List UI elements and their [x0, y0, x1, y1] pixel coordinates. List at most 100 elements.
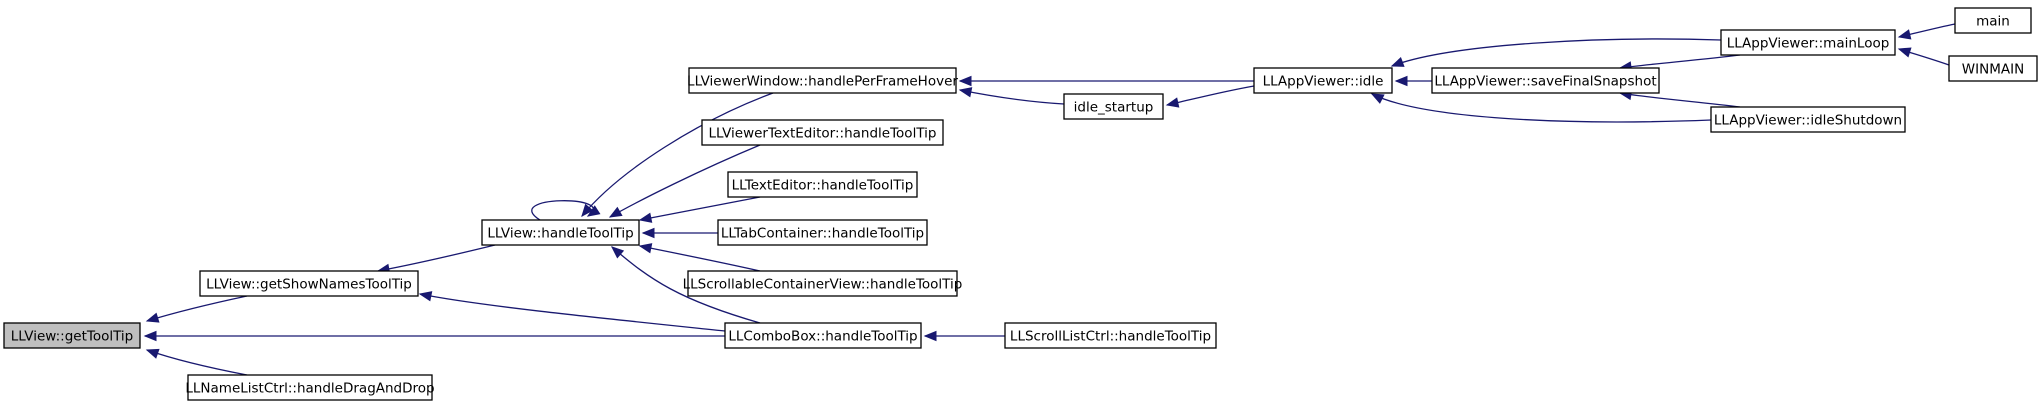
- graph-nodes: LLView::getToolTip LLView::getShowNamesTo…: [3, 7, 2038, 401]
- edge-arrowhead: [581, 203, 594, 218]
- edge-arrowhead: [145, 348, 160, 359]
- edge-line: [1391, 38, 1722, 67]
- node-idlestartup[interactable]: idle_startup: [1063, 93, 1164, 120]
- edge-scrolllist-to-combobox: [923, 330, 1005, 342]
- node-box: [1948, 55, 2038, 82]
- node-label: LLTextEditor::handleToolTip: [732, 178, 914, 194]
- edge-line: [1371, 93, 1712, 123]
- node-winmain[interactable]: WINMAIN: [1948, 55, 2038, 82]
- node-namelist[interactable]: LLNameListCtrl::handleDragAndDrop: [185, 374, 435, 401]
- edge-viewertext-to-viewtooltip: [608, 144, 761, 218]
- node-box: [688, 67, 957, 94]
- edge-line: [146, 295, 248, 322]
- edge-line: [377, 244, 496, 272]
- node-gettooltip[interactable]: LLView::getToolTip: [3, 322, 141, 349]
- node-label: main: [1976, 14, 2010, 30]
- node-label: LLTabContainer::handleToolTip: [721, 226, 924, 242]
- node-mainloop[interactable]: LLAppViewer::mainLoop: [1720, 29, 1896, 56]
- node-idleshutdown[interactable]: LLAppViewer::idleShutdown: [1710, 106, 1906, 133]
- edge-combobox-to-getshownames: [418, 291, 726, 332]
- edge-arrowhead: [1897, 29, 1912, 40]
- edge-line: [639, 196, 761, 221]
- edge-line: [959, 89, 1065, 105]
- edge-savesnapshot-to-appidle: [1394, 75, 1432, 87]
- edge-arrowhead: [418, 291, 433, 302]
- node-label: LLView::getToolTip: [11, 329, 134, 345]
- node-label: LLComboBox::handleToolTip: [728, 329, 917, 345]
- edge-line: [639, 245, 761, 272]
- edge-line: [581, 92, 774, 217]
- node-box: [1431, 67, 1660, 94]
- node-label: LLView::handleToolTip: [487, 226, 633, 242]
- node-box: [3, 322, 141, 349]
- edge-arrowhead: [923, 330, 937, 342]
- node-box: [727, 171, 918, 198]
- node-box: [1954, 7, 2032, 34]
- node-viewtooltip[interactable]: LLView::handleToolTip: [481, 219, 640, 246]
- edge-viewtooltip-to-getshownames: [376, 244, 496, 275]
- edge-getshownames-to-gettooltip: [145, 295, 248, 323]
- edge-line: [609, 144, 761, 218]
- node-appidle[interactable]: LLAppViewer::idle: [1253, 67, 1393, 94]
- edge-arrowhead: [1165, 97, 1180, 108]
- edge-line: [611, 246, 761, 324]
- node-viewertext[interactable]: LLViewerTextEditor::handleToolTip: [701, 119, 944, 146]
- edge-combobox-to-gettooltip: [143, 330, 725, 342]
- node-savesnapshot[interactable]: LLAppViewer::saveFinalSnapshot: [1431, 67, 1660, 94]
- node-box: [701, 119, 944, 146]
- node-label: LLAppViewer::mainLoop: [1727, 36, 1890, 52]
- edge-arrowhead: [638, 212, 653, 223]
- node-box: [1720, 29, 1896, 56]
- edge-arrowhead: [143, 330, 157, 342]
- node-box: [1710, 106, 1906, 133]
- node-main[interactable]: main: [1954, 7, 2032, 34]
- edge-combobox-to-viewtooltip: [611, 246, 761, 324]
- node-scrollcontainer[interactable]: LLScrollableContainerView::handleToolTip: [683, 270, 963, 297]
- node-texteditor[interactable]: LLTextEditor::handleToolTip: [727, 171, 918, 198]
- node-box: [1004, 322, 1217, 349]
- node-box: [1253, 67, 1393, 94]
- edge-arrowhead: [1394, 75, 1408, 87]
- node-windowhover[interactable]: LLViewerWindow::handlePerFrameHover: [687, 67, 958, 94]
- edge-arrowhead: [1897, 47, 1912, 58]
- edge-mainloop-to-appidle: [1390, 38, 1722, 67]
- edge-line: [1619, 54, 1741, 69]
- edge-winmain-to-mainloop: [1897, 47, 1950, 66]
- edge-arrowhead: [1390, 57, 1405, 67]
- node-box: [481, 219, 640, 246]
- node-tabcontainer[interactable]: LLTabContainer::handleToolTip: [717, 219, 928, 246]
- edge-idlestartup-to-windowhover: [958, 87, 1065, 105]
- edge-scrollcontainer-to-viewtooltip: [638, 243, 761, 272]
- edge-appidle-to-windowhover: [958, 75, 1254, 87]
- node-box: [687, 270, 958, 297]
- edge-appidle-to-idlestartup: [1165, 85, 1255, 108]
- node-label: idle_startup: [1074, 100, 1154, 116]
- edge-namelist-to-gettooltip: [145, 348, 248, 376]
- node-label: LLViewerWindow::handlePerFrameHover: [687, 74, 958, 90]
- edge-arrowhead: [958, 87, 973, 98]
- node-getshownames[interactable]: LLView::getShowNamesToolTip: [199, 270, 419, 297]
- node-box: [1063, 93, 1164, 120]
- node-label: LLView::getShowNamesToolTip: [206, 277, 412, 293]
- edge-arrowhead: [638, 243, 653, 254]
- edge-line: [1166, 85, 1255, 106]
- node-label: LLAppViewer::saveFinalSnapshot: [1434, 74, 1656, 90]
- edge-line: [146, 349, 248, 376]
- edge-arrowhead: [1370, 93, 1385, 104]
- node-scrolllist[interactable]: LLScrollListCtrl::handleToolTip: [1004, 322, 1217, 349]
- node-label: LLScrollListCtrl::handleToolTip: [1010, 329, 1211, 345]
- node-box: [199, 270, 419, 297]
- node-combobox[interactable]: LLComboBox::handleToolTip: [724, 322, 922, 349]
- node-label: LLViewerTextEditor::handleToolTip: [709, 126, 937, 142]
- node-label: LLScrollableContainerView::handleToolTip: [683, 277, 963, 293]
- node-label: WINMAIN: [1962, 62, 2024, 78]
- edge-arrowhead: [145, 312, 160, 323]
- edge-tabcontainer-to-viewtooltip: [641, 227, 718, 239]
- node-label: LLAppViewer::idleShutdown: [1714, 113, 1902, 129]
- edge-arrowhead: [608, 206, 623, 218]
- graph-edges: [143, 23, 1956, 376]
- edge-windowhover-to-viewtooltip: [581, 92, 774, 218]
- node-box: [724, 322, 922, 349]
- node-box: [187, 374, 433, 401]
